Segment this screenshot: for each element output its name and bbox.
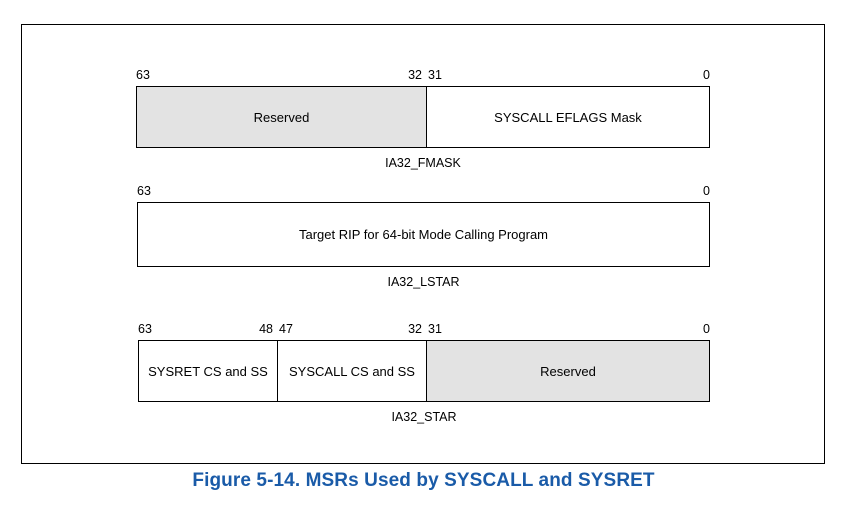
field-reserved: Reserved (426, 341, 709, 401)
bit-label-31: 31 (428, 322, 442, 336)
bit-label-32: 32 (408, 68, 422, 82)
figure-caption: Figure 5-14. MSRs Used by SYSCALL and SY… (192, 470, 655, 491)
field-syscall-eflags-mask: SYSCALL EFLAGS Mask (426, 87, 709, 147)
register-name-ia32-star: IA32_STAR (391, 410, 457, 424)
field-syscall-cs-and-ss: SYSCALL CS and SS (277, 341, 426, 401)
bit-label-63: 63 (137, 184, 151, 198)
bit-label-0: 0 (703, 184, 710, 198)
bit-ruler-ia32-star: 63 48 47 32 31 0 (138, 321, 710, 338)
register-name-ia32-fmask: IA32_FMASK (385, 156, 461, 170)
register-name-ia32-lstar: IA32_LSTAR (387, 275, 460, 289)
field-sysret-cs-and-ss: SYSRET CS and SS (148, 363, 268, 379)
bit-label-0: 0 (703, 322, 710, 336)
bit-label-0: 0 (703, 68, 710, 82)
bit-label-63: 63 (138, 322, 152, 336)
bit-ruler-ia32-fmask: 63 32 31 0 (136, 67, 710, 84)
bit-label-32: 32 (408, 322, 422, 336)
bit-label-47: 47 (279, 322, 293, 336)
bit-label-63: 63 (136, 68, 150, 82)
register-ia32-lstar: 63 0 Target RIP for 64-bit Mode Calling … (137, 184, 710, 289)
register-box-ia32-lstar: Target RIP for 64-bit Mode Calling Progr… (137, 202, 710, 267)
register-ia32-star: 63 48 47 32 31 0 SYSRET CS and SS SYSCAL… (138, 322, 710, 424)
bit-ruler-ia32-lstar: 63 0 (137, 183, 710, 200)
register-ia32-fmask: 63 32 31 0 Reserved SYSCALL EFLAGS Mask … (136, 68, 710, 170)
bit-label-31: 31 (428, 68, 442, 82)
register-box-ia32-fmask: Reserved SYSCALL EFLAGS Mask (136, 86, 710, 148)
register-box-ia32-star: SYSRET CS and SS SYSCALL CS and SS Reser… (138, 340, 710, 402)
bit-label-48: 48 (259, 322, 273, 336)
field-target-rip: Target RIP for 64-bit Mode Calling Progr… (298, 227, 549, 242)
field-reserved: Reserved (137, 87, 426, 147)
